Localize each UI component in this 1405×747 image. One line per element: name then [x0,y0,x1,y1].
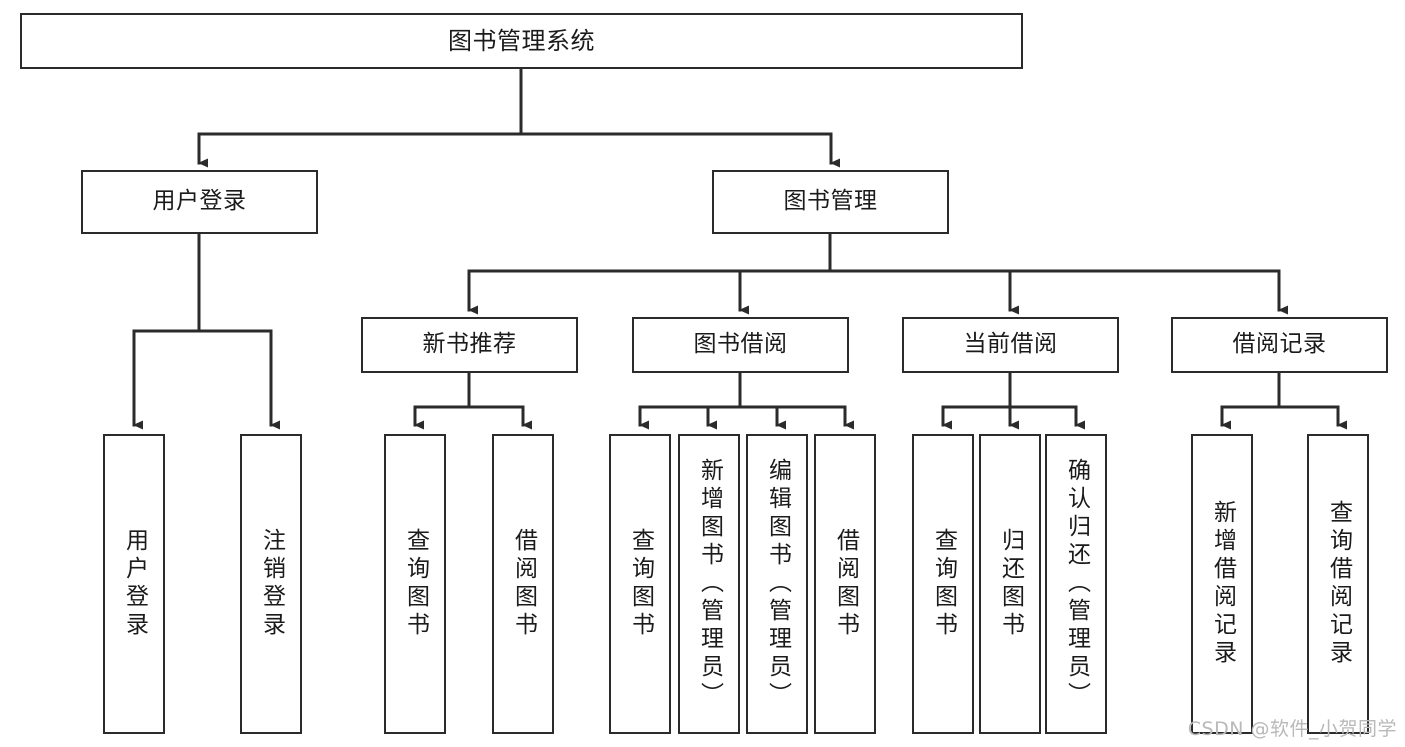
node-leaf-confirm-return[interactable]: 确认归还（管理员） [1045,434,1107,734]
node-leaf-query-record[interactable]: 查询借阅记录 [1307,434,1369,734]
node-borrow-record[interactable]: 借阅记录 [1171,317,1388,373]
node-leaf-query-book-3[interactable]: 查询图书 [912,434,974,734]
node-new-book-recommend-label: 新书推荐 [422,331,517,358]
node-leaf-edit-book[interactable]: 编辑图书（管理员） [746,434,808,734]
node-leaf-query-record-label: 查询借阅记录 [1325,500,1352,668]
node-leaf-confirm-return-label: 确认归还（管理员） [1063,458,1090,710]
node-leaf-borrow-book-1[interactable]: 借阅图书 [492,434,554,734]
node-book-manage[interactable]: 图书管理 [712,170,949,234]
node-current-borrow-label: 当前借阅 [963,331,1058,358]
node-user-login[interactable]: 用户登录 [81,170,318,234]
node-book-manage-label: 图书管理 [783,188,878,215]
node-new-book-recommend[interactable]: 新书推荐 [361,317,578,373]
node-leaf-add-record-label: 新增借阅记录 [1209,500,1236,668]
csdn-watermark: CSDN @软件_小贺同学 [1187,718,1397,740]
node-leaf-borrow-book-1-label: 借阅图书 [510,528,537,640]
node-leaf-edit-book-label: 编辑图书（管理员） [764,458,791,710]
node-leaf-add-book[interactable]: 新增图书（管理员） [678,434,740,734]
node-leaf-logout-login-label: 注销登录 [258,528,285,640]
node-leaf-borrow-book-2-label: 借阅图书 [832,528,859,640]
node-leaf-query-book-1-label: 查询图书 [402,528,429,640]
node-leaf-logout-login[interactable]: 注销登录 [240,434,302,734]
node-leaf-user-login[interactable]: 用户登录 [103,434,165,734]
node-root-system[interactable]: 图书管理系统 [20,13,1023,69]
node-leaf-query-book-1[interactable]: 查询图书 [384,434,446,734]
node-leaf-add-book-label: 新增图书（管理员） [696,458,723,710]
node-book-borrow-label: 图书借阅 [693,331,788,358]
node-leaf-user-login-label: 用户登录 [121,528,148,640]
node-book-borrow[interactable]: 图书借阅 [632,317,849,373]
node-current-borrow[interactable]: 当前借阅 [902,317,1119,373]
node-leaf-return-book[interactable]: 归还图书 [979,434,1041,734]
node-borrow-record-label: 借阅记录 [1232,331,1327,358]
node-leaf-query-book-2-label: 查询图书 [627,528,654,640]
node-user-login-label: 用户登录 [152,188,247,215]
node-leaf-query-book-2[interactable]: 查询图书 [609,434,671,734]
node-leaf-add-record[interactable]: 新增借阅记录 [1191,434,1253,734]
node-leaf-return-book-label: 归还图书 [997,528,1024,640]
node-root-system-label: 图书管理系统 [448,26,595,55]
node-leaf-borrow-book-2[interactable]: 借阅图书 [814,434,876,734]
node-leaf-query-book-3-label: 查询图书 [930,528,957,640]
